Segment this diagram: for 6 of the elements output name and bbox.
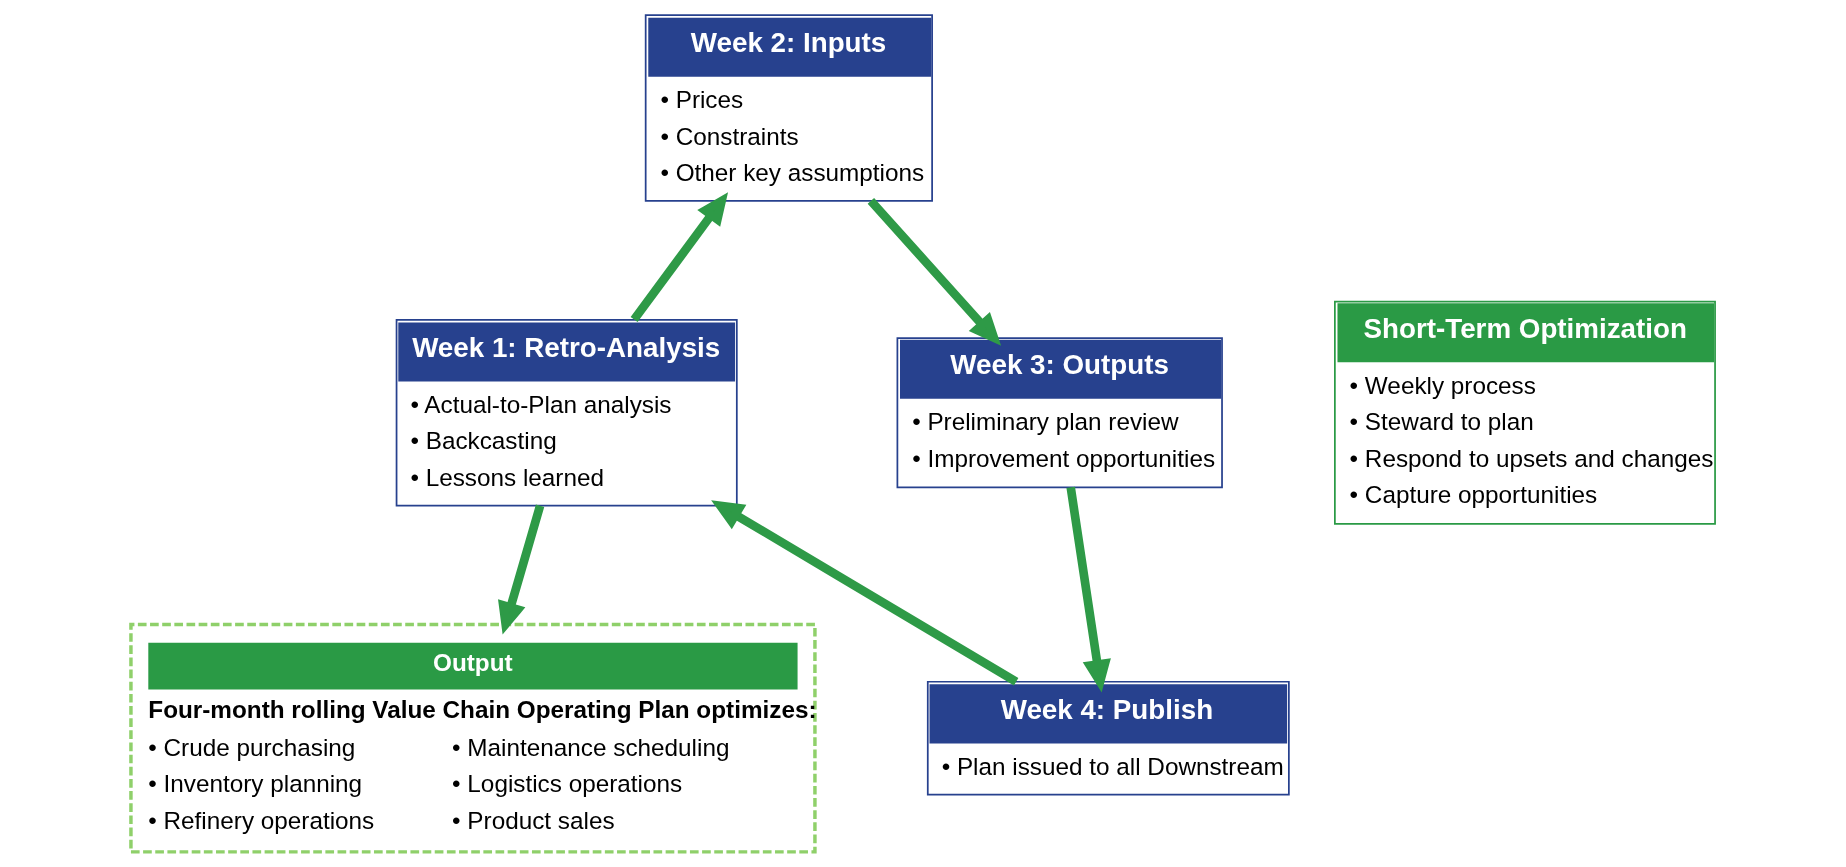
arrow [630,192,729,323]
arrow [867,198,1002,346]
arrow [711,500,1019,686]
node-box: Output Four-month rolling Value Chain Operating Plan optimizes: • Crude purchasing • Maintenance scheduling • Inventory planning • Logistics operations • Refinery operations • Product sales [129,622,817,854]
arrow [498,504,545,635]
arrow [1066,486,1111,693]
